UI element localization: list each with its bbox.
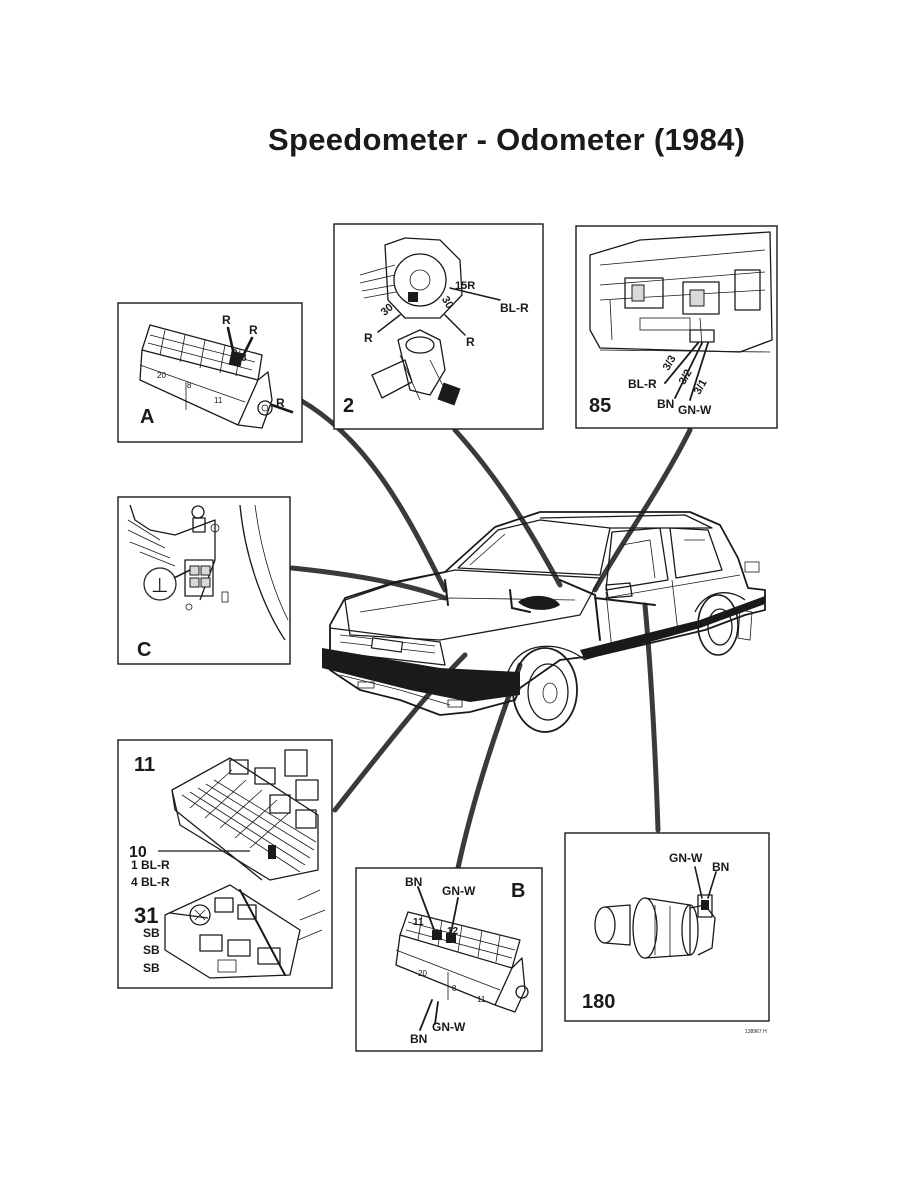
ignition-switch-illustration bbox=[359, 237, 463, 406]
connector-a-num-20: 20 bbox=[157, 371, 166, 380]
leader-180 bbox=[642, 602, 661, 833]
wire-a-r2: R bbox=[249, 323, 258, 337]
panel-b-label: B bbox=[511, 880, 525, 902]
wire-b-bn-top: BN bbox=[405, 875, 422, 889]
wire-b-gn-w-top: GN-W bbox=[442, 884, 476, 898]
car-illustration bbox=[322, 511, 766, 733]
wire-180-bn: BN bbox=[712, 860, 729, 874]
panel-c-label: C bbox=[137, 639, 151, 661]
connector-b-num-11: 11 bbox=[477, 995, 486, 1004]
connector-b-num-8: 8 bbox=[452, 984, 457, 993]
leader-lines bbox=[289, 397, 693, 871]
ground-point-illustration bbox=[127, 504, 289, 641]
wire-a-r1: R bbox=[222, 313, 231, 327]
connector-a-num-8: 8 bbox=[187, 381, 192, 390]
panel-85-label: 85 bbox=[589, 395, 611, 417]
pin-b-12: 12 bbox=[447, 926, 459, 937]
panel-2-label: 2 bbox=[343, 395, 354, 417]
wire-2-15r: 15R bbox=[455, 280, 475, 292]
connector-b-num-20: 20 bbox=[418, 969, 427, 978]
panel-85: 3/3 3/2 3/1 BL-R BN GN-W 85 bbox=[575, 225, 778, 429]
panel-11-label: 11 bbox=[134, 754, 155, 776]
callout-10: 10 bbox=[129, 844, 147, 861]
pin-a-9: 9 bbox=[232, 348, 238, 359]
callout-31: 31 bbox=[134, 903, 158, 928]
wire-2-bl-r: BL-R bbox=[500, 301, 529, 315]
leader-c bbox=[289, 565, 448, 601]
panel-2: 15R BL-R 30 30 R R 2 bbox=[333, 223, 544, 430]
fuse-4-bl-r: 4 BL-R bbox=[131, 875, 170, 889]
leader-85 bbox=[592, 427, 693, 593]
panel-a: R R R 9 8 20 8 11 A bbox=[117, 302, 303, 443]
figure-code: 138967 H bbox=[745, 1029, 767, 1035]
ground-sb-1: SB bbox=[143, 926, 160, 940]
wire-a-r3: R bbox=[276, 396, 285, 410]
fuse-box-illustration bbox=[164, 749, 326, 979]
connector-b-illustration bbox=[395, 911, 529, 1013]
pin-b-11: 11 bbox=[413, 917, 424, 928]
ground-sb-2: SB bbox=[143, 943, 160, 957]
panel-11: 11 10 1 BL-R 4 BL-R 31 SB SB SB bbox=[117, 739, 333, 989]
terminal-2-30b: 30 bbox=[439, 294, 456, 311]
connector-a-num-11: 11 bbox=[214, 396, 223, 405]
wire-2-r2: R bbox=[466, 335, 475, 349]
speed-sensor-illustration bbox=[594, 894, 716, 959]
leader-11 bbox=[332, 652, 468, 813]
pin-a-8: 8 bbox=[241, 353, 247, 364]
panel-b: BN GN-W 11 12 20 8 11 GN-W BN B bbox=[355, 867, 543, 1052]
panel-180-label: 180 bbox=[582, 991, 615, 1013]
leader-2 bbox=[452, 427, 563, 588]
wire-85-bn: BN bbox=[657, 397, 674, 411]
panel-a-label: A bbox=[140, 406, 154, 428]
wire-b-bn-bottom: BN bbox=[410, 1032, 427, 1046]
page-title: Speedometer - Odometer (1984) bbox=[268, 122, 746, 157]
fuse-1-bl-r: 1 BL-R bbox=[131, 858, 170, 872]
leader-a bbox=[297, 397, 448, 593]
instrument-cluster-illustration bbox=[589, 231, 773, 353]
panel-180: GN-W BN 180 bbox=[564, 832, 770, 1022]
wire-85-gn-w: GN-W bbox=[678, 403, 712, 417]
wire-2-r1: R bbox=[364, 331, 373, 345]
panel-c: ⊥ C bbox=[117, 496, 291, 665]
ground-sb-3: SB bbox=[143, 961, 160, 975]
ground-symbol: ⊥ bbox=[151, 575, 168, 597]
wire-85-bl-r: BL-R bbox=[628, 377, 657, 391]
wire-b-gn-w-bottom: GN-W bbox=[432, 1020, 466, 1034]
wire-180-gn-w: GN-W bbox=[669, 851, 703, 865]
connector-a-illustration bbox=[139, 324, 273, 429]
